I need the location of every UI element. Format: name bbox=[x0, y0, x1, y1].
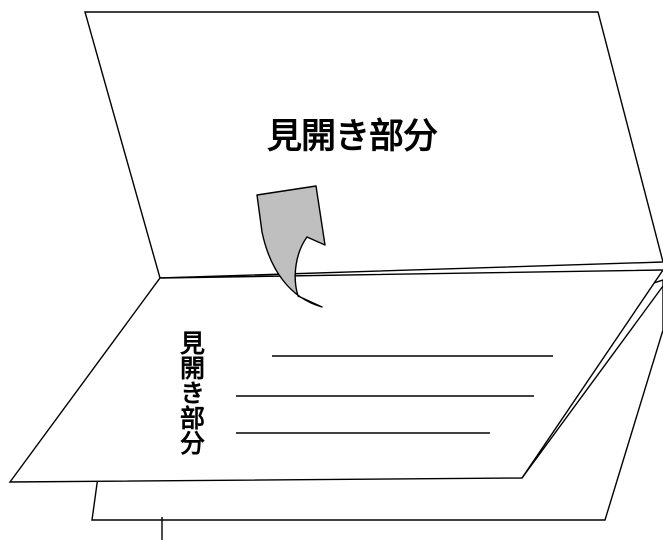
fold-edge-line bbox=[521, 285, 663, 479]
upper-flap-panel bbox=[84, 11, 663, 279]
curved-open-arrow-icon bbox=[256, 185, 326, 308]
side-vertical-label: 見開き部分 bbox=[177, 330, 206, 456]
spread-title-label: 見開き部分 bbox=[267, 117, 438, 157]
